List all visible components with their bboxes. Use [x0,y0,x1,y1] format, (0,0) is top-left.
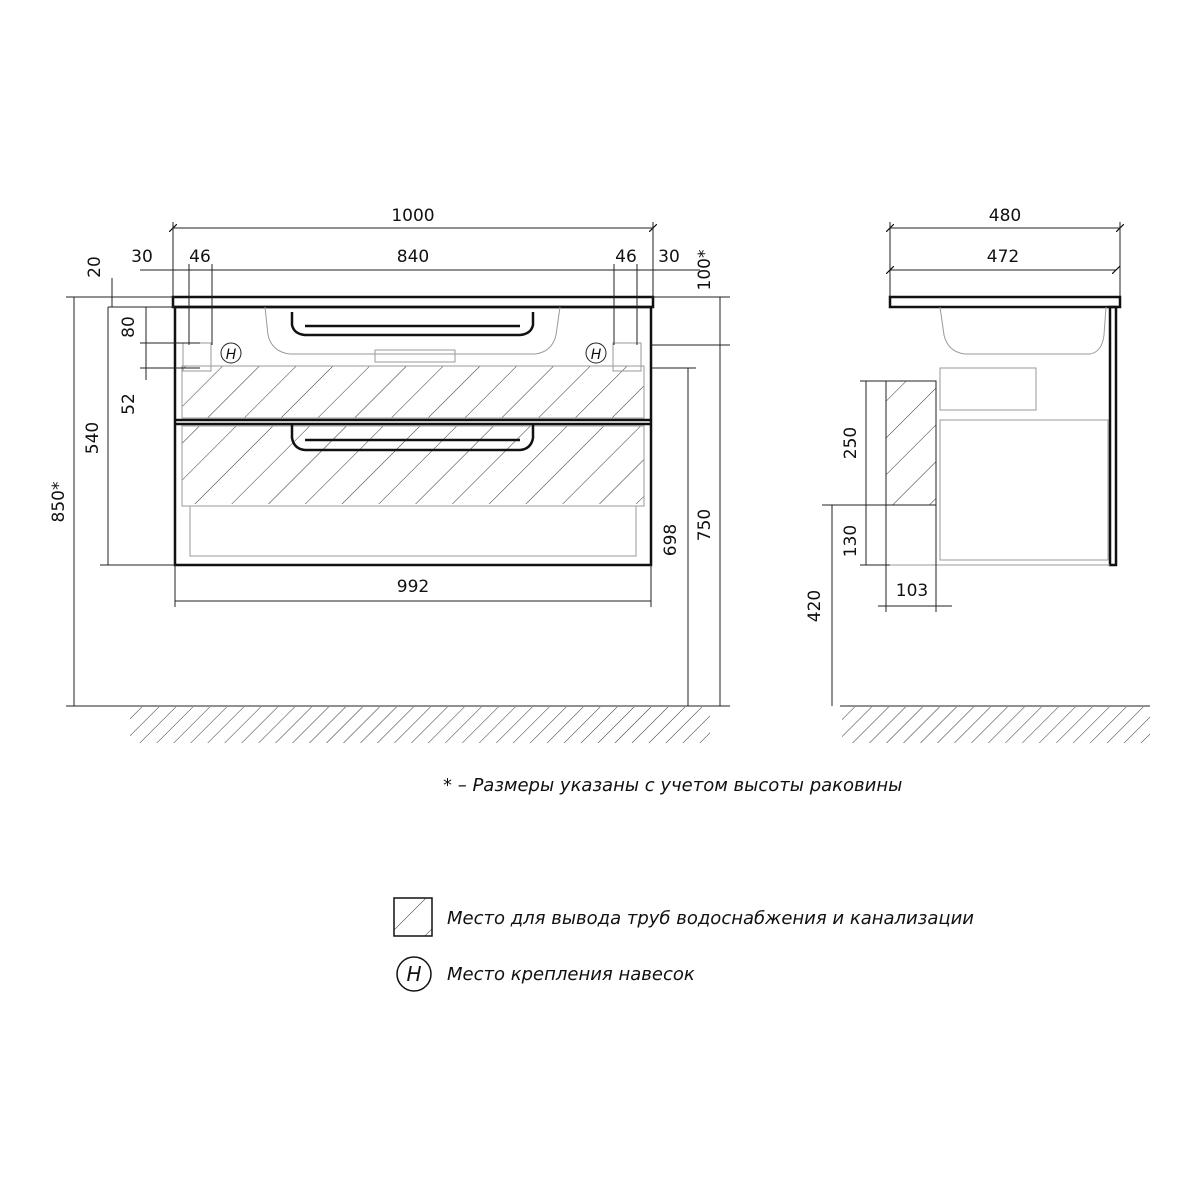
legend-hatch-swatch [394,898,432,936]
hinge-icon: H [220,342,242,364]
siphon [374,349,456,363]
front-floor-hatch [130,707,710,743]
legend-hatch-label: Место для вывода труб водоснабжения и ка… [447,908,974,929]
dim-total-width: 1000 [391,206,434,226]
side-countertop [888,295,1122,309]
legend-hinge-label: Место крепления навесок [447,964,695,985]
dim-side-right: 30 [658,247,680,267]
legend: Место для вывода труб водоснабжения и ка… [393,897,974,992]
dim-side-bottom-offset: 130 [841,525,861,557]
side-siphon [939,367,1037,411]
front-view: H H 1000 30 46 840 46 30 20 80 52 [49,206,730,743]
dim-body-height: 540 [83,422,103,454]
dim-side-pipe-depth: 103 [896,581,928,601]
svg-text:H: H [226,347,237,363]
pipe-zone-lower [182,426,644,504]
pipe-zone-upper-border [181,365,645,419]
footnote: * – Размеры указаны с учетом высоты рако… [443,775,902,796]
hinge-bracket-right [612,342,642,372]
dim-countertop: 20 [85,256,105,278]
top-drawer-handle [290,312,535,337]
dim-body-width: 992 [397,577,429,597]
side-sink-outline [939,306,1107,355]
side-view: 480 472 250 130 420 103 [805,206,1150,743]
side-floor-hatch [842,707,1150,743]
svg-text:H: H [591,347,602,363]
front-countertop [171,295,655,309]
dim-side-left: 30 [131,247,153,267]
hinge-icon: H [396,956,432,992]
side-pipe-zone-border [885,380,937,506]
dim-hinge-spacing: 840 [397,247,429,267]
dim-hinge-right: 46 [615,247,637,267]
drawer-inner [189,505,637,557]
bottom-drawer-handle [290,424,535,452]
dim-side-pipe-height: 250 [841,427,861,459]
dim-pipe-top-offset: 52 [119,393,139,415]
dim-sink-offset: 100* [695,250,715,291]
side-drawer-outline [939,419,1109,561]
front-cabinet-body [173,305,653,567]
pipe-zone-upper [182,366,644,418]
dim-body-depth: 472 [987,247,1019,267]
dim-total-depth: 480 [989,206,1021,226]
hinge-icon: H [585,342,607,364]
dim-mount-height: 750 [695,509,715,541]
dim-pipe-zone-height: 698 [661,524,681,556]
dim-total-height: 850* [49,482,69,523]
dim-floor-height: 420 [805,590,825,622]
side-door-front [1108,305,1118,567]
dim-hinge-left: 46 [189,247,211,267]
sink-outline [264,306,561,355]
side-pipe-zone [886,381,936,505]
svg-text:H: H [406,962,421,986]
dim-hinge-height: 80 [119,316,139,338]
